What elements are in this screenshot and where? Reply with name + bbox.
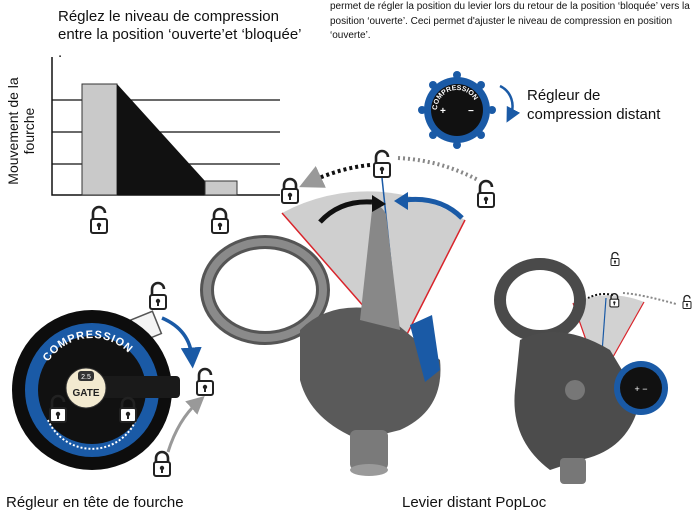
lock-open-icon [476, 179, 496, 209]
chart-title: Réglez le niveau de compression entre la… [58, 8, 301, 61]
crown-lock-indicators [148, 281, 215, 478]
chart-bar-locked [204, 180, 238, 196]
lock-closed-icon [280, 177, 300, 205]
crown-compression-dial: COMPRESSION 2.5 GATE [12, 310, 180, 470]
svg-text:+ −: + − [634, 384, 647, 394]
chart-bar-open [81, 83, 118, 196]
remote-lever-small: + − [494, 251, 692, 484]
gate-label: GATE [72, 388, 99, 399]
top-note: permet de régler la position du levier l… [330, 1, 690, 41]
remote-adjuster-label: Régleur de compression distant [527, 87, 661, 123]
poploc-lever [200, 177, 466, 476]
arrow-icon [499, 84, 521, 123]
compression-chart [51, 57, 280, 235]
gate-badge: 2.5 [81, 374, 91, 381]
lock-open-icon [372, 149, 392, 179]
caption-left: Régleur en tête de fourche [6, 494, 184, 511]
lock-closed-icon [210, 207, 230, 235]
lock-open-icon [682, 294, 692, 310]
remote-compression-dial: COMPRESSION + − [418, 71, 521, 149]
svg-text:−: − [468, 106, 474, 117]
lock-open-icon [148, 281, 168, 311]
lock-open-icon [89, 205, 109, 235]
caption-right: Levier distant PopLoc [402, 494, 547, 511]
lock-open-icon [195, 367, 215, 397]
lock-closed-icon [152, 450, 172, 478]
svg-text:+: + [440, 106, 446, 117]
lock-open-icon [610, 251, 620, 267]
chart-transition-shape [117, 84, 205, 195]
lever-lock-arrows [280, 149, 496, 224]
